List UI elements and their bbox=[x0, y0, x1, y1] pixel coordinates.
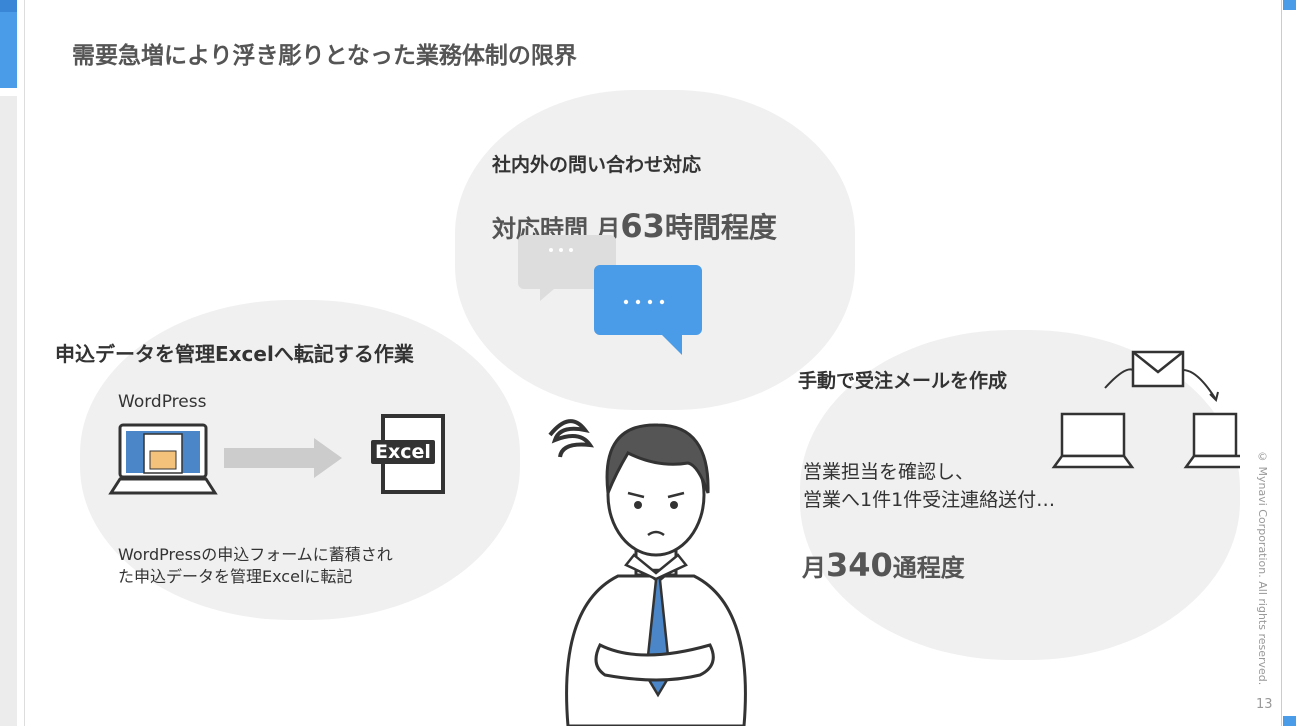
page-number: 13 bbox=[1256, 697, 1273, 712]
metric-prefix: 月 bbox=[802, 554, 826, 582]
worried-person-illustration bbox=[548, 419, 747, 726]
divider bbox=[1281, 0, 1282, 726]
email-description: 営業担当を確認し、 営業へ1件1件受注連絡送付… bbox=[803, 458, 1055, 514]
sidebar-header bbox=[0, 0, 17, 12]
page-title: 需要急増により浮き彫りとなった業務体制の限界 bbox=[72, 43, 577, 69]
excel-label: Excel bbox=[371, 440, 435, 464]
sidebar-thumbnail-active[interactable] bbox=[0, 0, 17, 88]
email-metric: 月340通程度 bbox=[802, 546, 965, 584]
wordpress-label: WordPress bbox=[118, 392, 207, 412]
desc-line: 営業へ1件1件受注連絡送付… bbox=[803, 489, 1056, 511]
metric-value: 340 bbox=[826, 546, 893, 584]
desc-line: WordPressの申込フォームに蓄積され bbox=[118, 545, 393, 564]
arrow-right-icon bbox=[224, 438, 342, 478]
email-transfer-icon bbox=[1051, 350, 1240, 469]
inquiry-heading: 社内外の問い合わせ対応 bbox=[492, 154, 702, 176]
desc-line: 営業担当を確認し、 bbox=[803, 461, 975, 483]
metric-suffix: 通程度 bbox=[892, 554, 965, 582]
desc-line: た申込データを管理Excelに転記 bbox=[118, 567, 353, 586]
chat-bubbles-icon bbox=[518, 235, 702, 355]
metric-suffix: 時間程度 bbox=[664, 211, 777, 244]
scrollbar-top[interactable] bbox=[1283, 0, 1296, 10]
transfer-description: WordPressの申込フォームに蓄積され た申込データを管理Excelに転記 bbox=[118, 544, 393, 588]
laptop-form-icon bbox=[108, 423, 218, 495]
scrollbar-bottom[interactable] bbox=[1283, 716, 1296, 726]
sidebar-thumbnail[interactable] bbox=[0, 96, 17, 726]
email-heading: 手動で受注メールを作成 bbox=[798, 370, 1008, 392]
inquiry-metric: 対応時間 月63時間程度 bbox=[492, 206, 777, 246]
copyright: © Mynavi Corporation. All rights reserve… bbox=[1256, 450, 1269, 686]
transfer-heading: 申込データを管理Excelへ転記する作業 bbox=[55, 342, 414, 366]
metric-value: 63 bbox=[620, 207, 665, 245]
divider bbox=[24, 0, 25, 726]
